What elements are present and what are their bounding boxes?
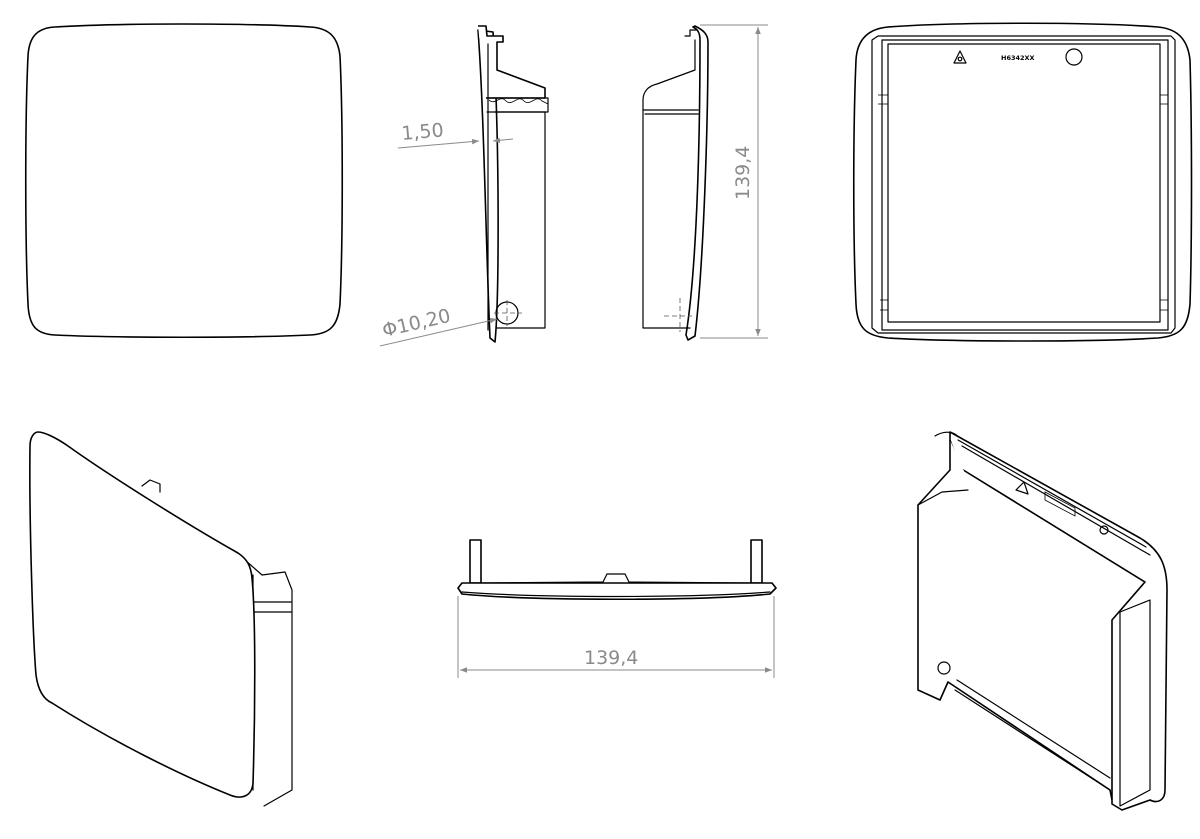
iso-front-view	[29, 431, 293, 807]
iso-rear-view	[917, 431, 1168, 811]
side-section-view	[477, 25, 549, 343]
rear-view: H6342XX	[852, 22, 1193, 342]
wall-thickness-label: 1,50	[401, 119, 445, 145]
height-label: 139,4	[732, 146, 754, 200]
dimension-wall-thickness: 1,50	[397, 119, 514, 149]
dimension-width: 139,4	[457, 596, 775, 678]
side-view	[642, 25, 709, 341]
hole-diameter-label: Φ10,20	[380, 305, 453, 342]
part-marking: H6342XX	[1001, 54, 1035, 62]
top-view	[457, 539, 777, 601]
front-view	[24, 23, 344, 339]
dimension-height: 139,4	[700, 24, 768, 339]
width-label: 139,4	[584, 647, 638, 669]
dimension-hole-diameter: Φ10,20	[379, 305, 498, 347]
